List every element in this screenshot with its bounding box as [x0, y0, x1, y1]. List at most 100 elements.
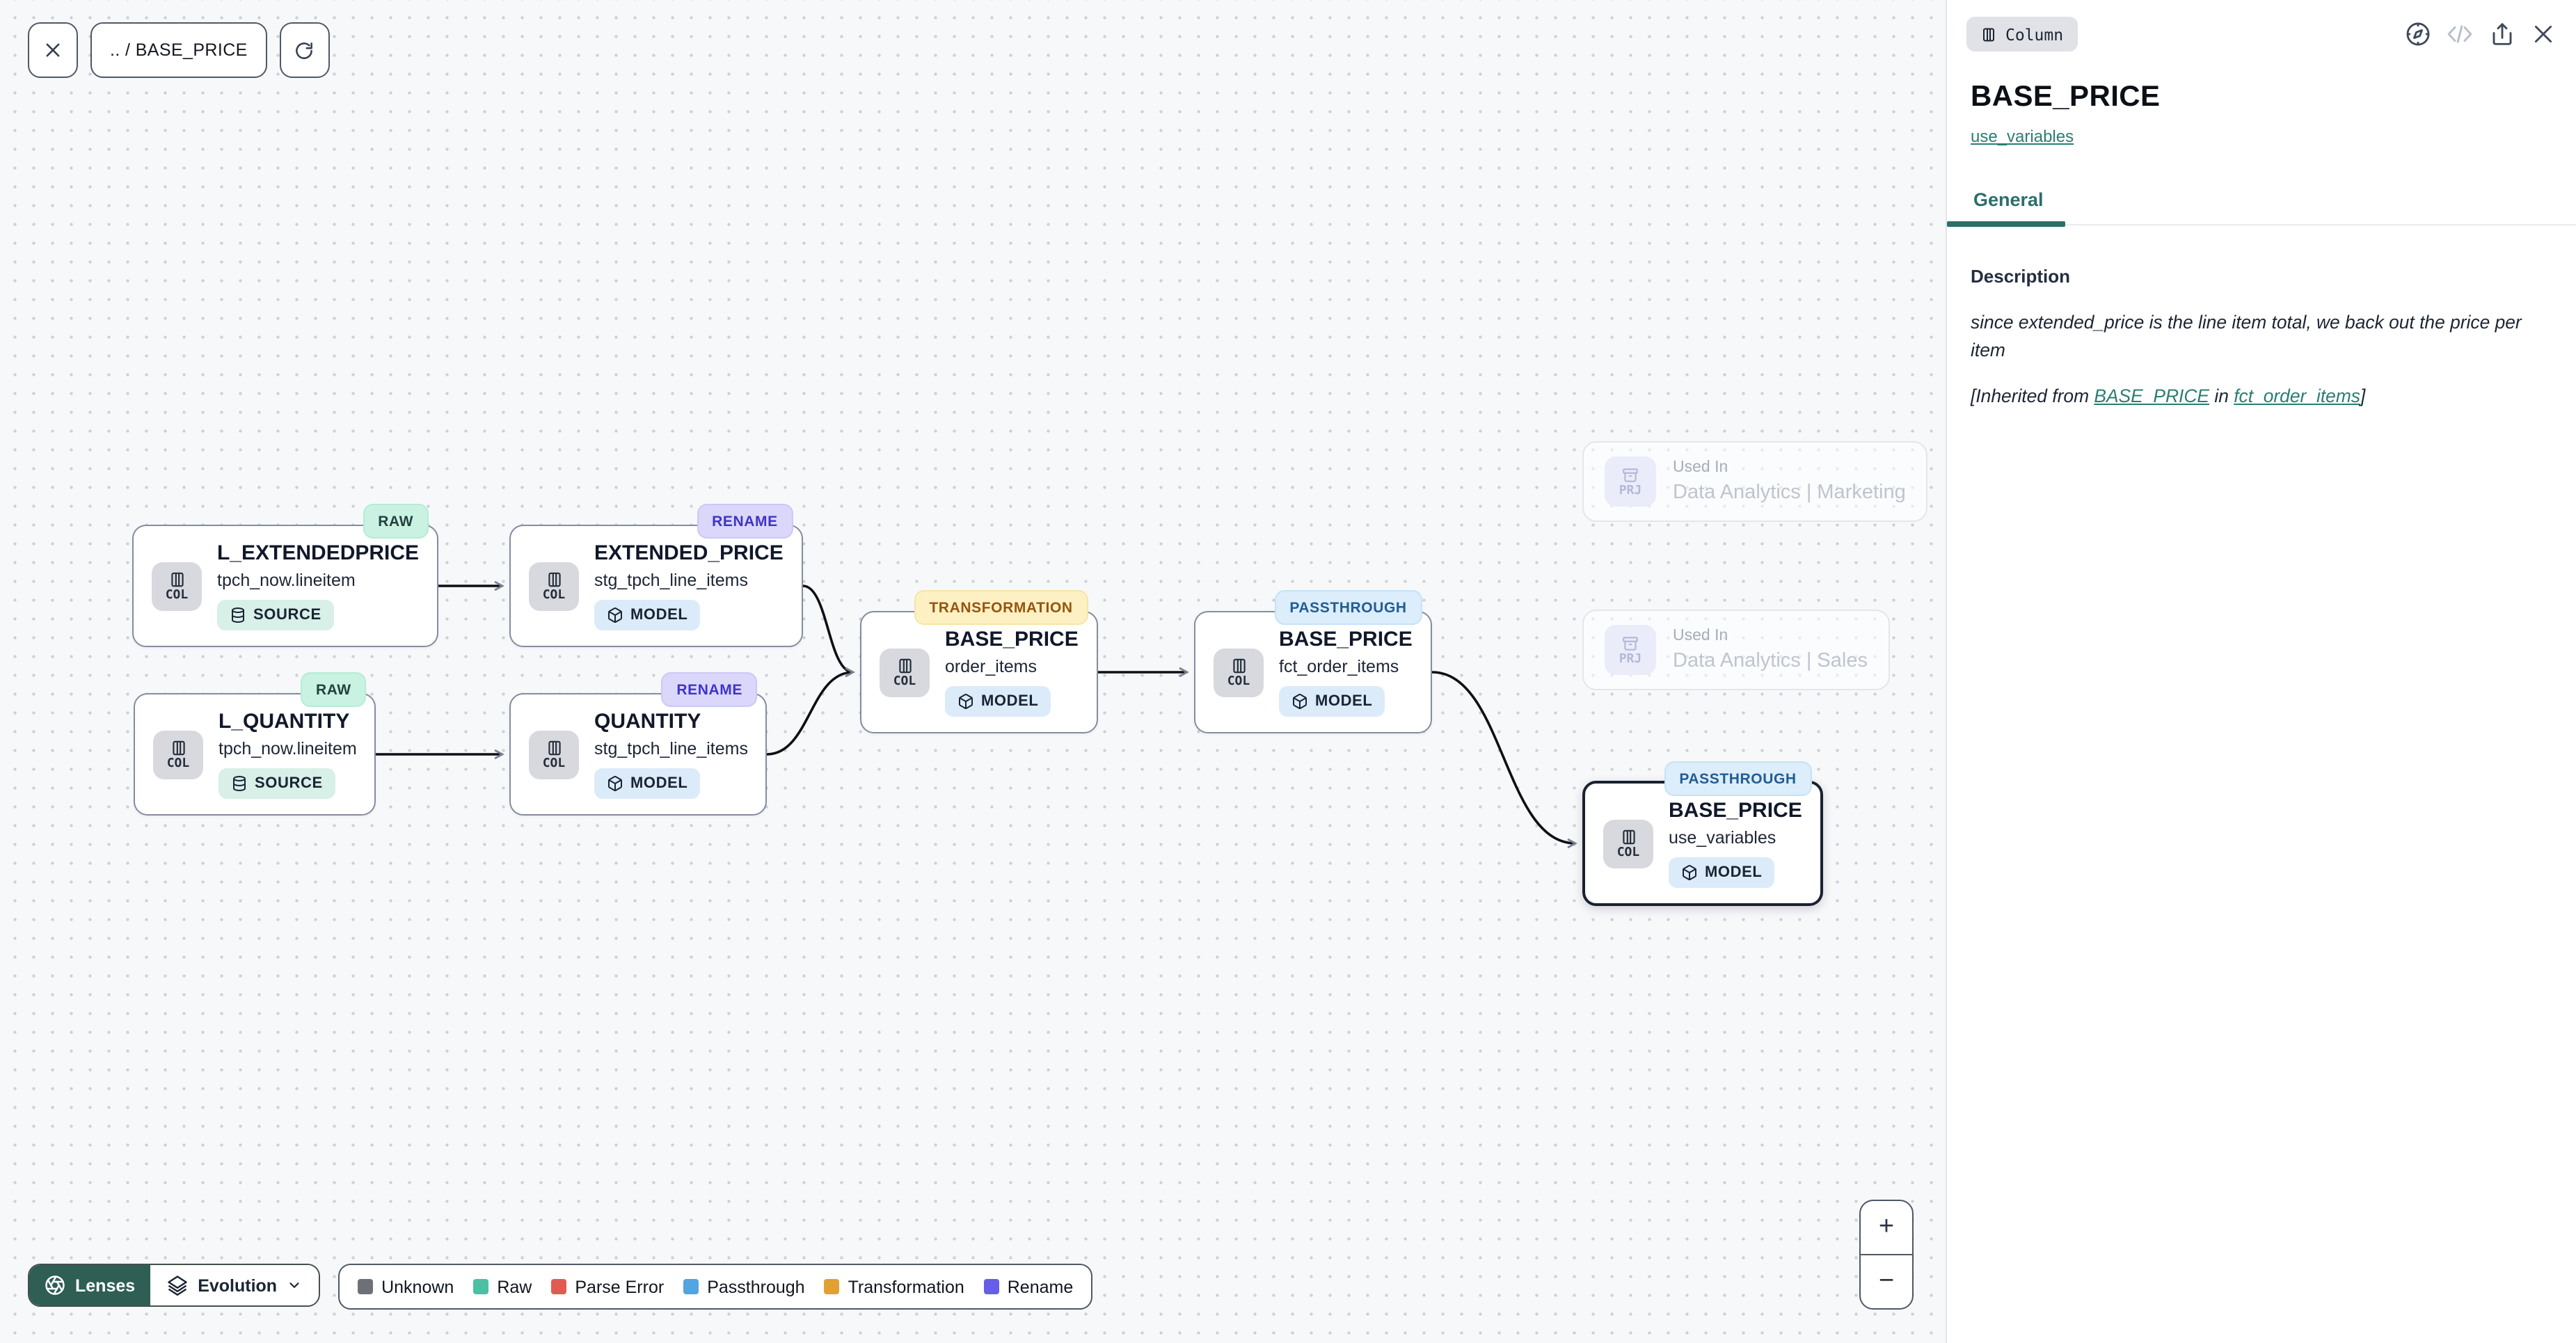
node-type-chip: MODEL — [1669, 857, 1775, 888]
breadcrumb[interactable]: .. / BASE_PRICE — [90, 22, 267, 78]
lineage-edge — [1431, 671, 1577, 849]
node-subtitle: order_items — [945, 657, 1037, 676]
zoom-in-button[interactable]: + — [1878, 1212, 1895, 1241]
model-link[interactable]: use_variables — [1971, 127, 2074, 146]
cube-icon — [607, 775, 623, 792]
zoom-controls: + − — [1859, 1200, 1914, 1310]
column-chip: COL — [529, 730, 579, 779]
column-chip-label: COL — [1616, 845, 1640, 859]
legend-swatch — [473, 1279, 489, 1294]
edge-type-badge: PASSTHROUGH — [1274, 590, 1422, 625]
node-subtitle: tpch_now.lineitem — [218, 739, 357, 758]
node-title: L_EXTENDEDPRICE — [217, 541, 420, 565]
tab-general[interactable]: General — [1946, 189, 2067, 227]
node-title: BASE_PRICE — [1669, 799, 1802, 823]
inherited-note: [Inherited from BASE_PRICE in fct_order_… — [1971, 386, 2552, 406]
layers-icon — [167, 1275, 188, 1296]
column-chip: COL — [529, 562, 579, 610]
refresh-button[interactable] — [279, 22, 330, 78]
legend-item: Rename — [983, 1277, 1073, 1296]
project-chip-label: PRJ — [1619, 484, 1642, 498]
lenses-button[interactable]: Lenses — [29, 1265, 151, 1305]
columns-icon — [1980, 26, 1997, 42]
columns-icon — [545, 570, 563, 588]
lineage-edge — [766, 667, 855, 756]
panel-header: Column — [1947, 0, 2576, 51]
columns-icon — [896, 656, 914, 674]
cube-icon — [607, 607, 623, 623]
column-chip: COL — [1603, 819, 1653, 868]
node-subtitle: tpch_now.lineitem — [217, 571, 356, 590]
aperture-icon — [45, 1275, 65, 1296]
used-in-name: Data Analytics | Marketing — [1673, 482, 1906, 504]
used-in-project-node[interactable]: PRJ Used In Data Analytics | Sales — [1582, 610, 1890, 690]
column-chip-label: COL — [165, 588, 189, 602]
lenses-label: Lenses — [75, 1276, 136, 1295]
description-heading: Description — [1971, 266, 2071, 287]
zoom-out-button[interactable]: − — [1861, 1254, 1912, 1308]
node-subtitle: use_variables — [1669, 828, 1776, 848]
edge-type-badge: RENAME — [661, 672, 758, 707]
close-lineage-button[interactable] — [28, 22, 78, 78]
column-chip-label: COL — [1227, 674, 1250, 688]
column-chip-label: COL — [542, 588, 566, 602]
database-icon — [230, 607, 246, 623]
legend-swatch — [683, 1279, 699, 1294]
edge-type-badge: RAW — [300, 672, 367, 707]
refresh-icon — [294, 40, 315, 61]
edge-type-badge: RAW — [363, 504, 429, 539]
node-title: BASE_PRICE — [1279, 628, 1413, 651]
details-panel: Column BASE_PRICE use_variables — [1946, 0, 2576, 1343]
archive-icon — [1621, 634, 1639, 652]
columns-icon — [1230, 656, 1248, 674]
used-in-name: Data Analytics | Sales — [1673, 650, 1868, 673]
inherited-prefix: [Inherited from — [1971, 385, 2094, 406]
inherited-mid: in — [2209, 385, 2234, 406]
inherited-column-link[interactable]: BASE_PRICE — [2094, 385, 2210, 406]
edge-type-badge: TRANSFORMATION — [914, 590, 1088, 625]
legend-swatch — [358, 1279, 374, 1294]
explore-compass-button[interactable] — [2405, 21, 2431, 47]
project-chip: PRJ — [1605, 456, 1656, 507]
node-subtitle: stg_tpch_line_items — [594, 571, 748, 590]
close-panel-button[interactable] — [2530, 21, 2557, 47]
database-icon — [231, 775, 248, 792]
node-type-chip: MODEL — [594, 768, 701, 799]
column-chip: COL — [1214, 648, 1264, 697]
lenses-control: Lenses Evolution — [28, 1264, 321, 1307]
lens-select[interactable]: Evolution — [150, 1265, 319, 1305]
close-icon — [43, 40, 63, 60]
node-type-chip: MODEL — [945, 686, 1051, 717]
legend-item: Raw — [473, 1277, 532, 1296]
code-icon[interactable] — [2447, 21, 2473, 47]
inherited-model-link[interactable]: fct_order_items — [2234, 385, 2360, 406]
node-type-chip: SOURCE — [218, 768, 335, 799]
columns-icon — [169, 738, 187, 756]
page-title: BASE_PRICE — [1971, 81, 2161, 113]
column-chip-label: COL — [166, 756, 190, 770]
lineage-edge — [802, 585, 855, 678]
inherited-suffix: ] — [2360, 385, 2366, 406]
legend-item: Parse Error — [551, 1277, 664, 1296]
column-chip: COL — [152, 562, 202, 610]
cube-icon — [1291, 693, 1308, 710]
node-title: L_QUANTITY — [218, 710, 350, 733]
legend-item: Passthrough — [683, 1277, 805, 1296]
canvas-toolbar: .. / BASE_PRICE — [28, 22, 330, 78]
project-chip-label: PRJ — [1619, 652, 1642, 666]
used-in-label: Used In — [1673, 627, 1728, 644]
share-icon[interactable] — [2488, 21, 2515, 47]
lens-selected-label: Evolution — [198, 1276, 278, 1295]
node-subtitle: fct_order_items — [1279, 657, 1399, 676]
